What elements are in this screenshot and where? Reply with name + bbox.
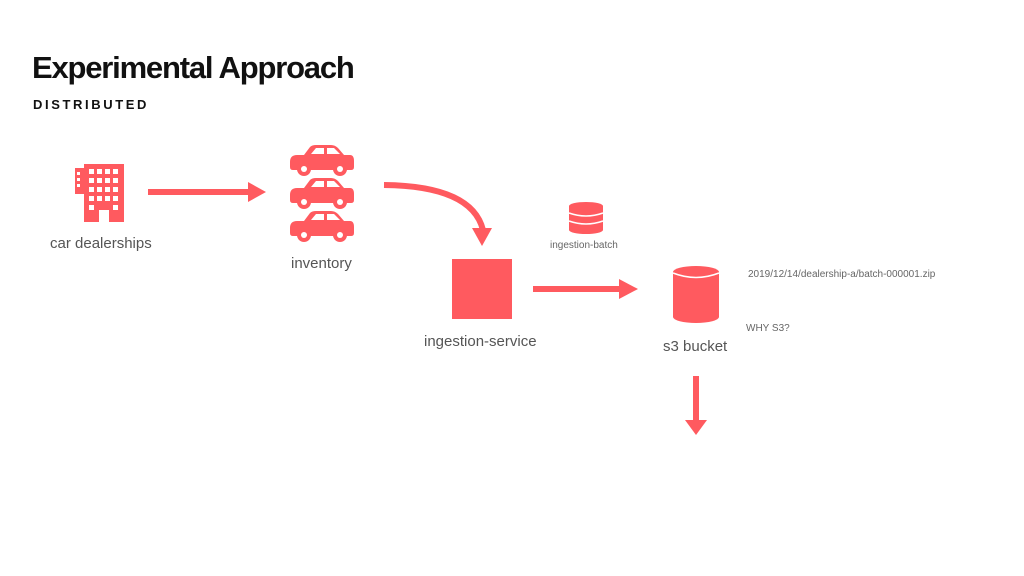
car-icon xyxy=(290,211,354,242)
building-icon xyxy=(75,164,124,222)
square-service-icon xyxy=(452,259,512,319)
arrow-dealerships-to-inventory xyxy=(148,182,266,202)
slide-subtitle: DISTRIBUTED xyxy=(33,97,149,112)
dealerships-label: car dealerships xyxy=(50,235,152,252)
ingestion-batch-label: ingestion-batch xyxy=(550,240,618,251)
ingestion-service-label: ingestion-service xyxy=(424,333,537,350)
car-icon xyxy=(290,145,354,176)
arrow-ingestion-to-s3 xyxy=(533,279,638,299)
database-stack-icon xyxy=(568,202,604,234)
cylinder-bucket-icon xyxy=(672,266,720,323)
s3-bucket-label: s3 bucket xyxy=(663,338,728,355)
why-s3-annotation: WHY S3? xyxy=(746,323,790,334)
arrow-inventory-to-ingestion-service xyxy=(383,182,492,246)
object-path-annotation: 2019/12/14/dealership-a/batch-000001.zip xyxy=(748,269,936,280)
slide-title: Experimental Approach xyxy=(32,50,355,85)
inventory-label: inventory xyxy=(291,255,352,272)
car-icon xyxy=(290,178,354,209)
arrow-s3-down xyxy=(685,376,707,435)
